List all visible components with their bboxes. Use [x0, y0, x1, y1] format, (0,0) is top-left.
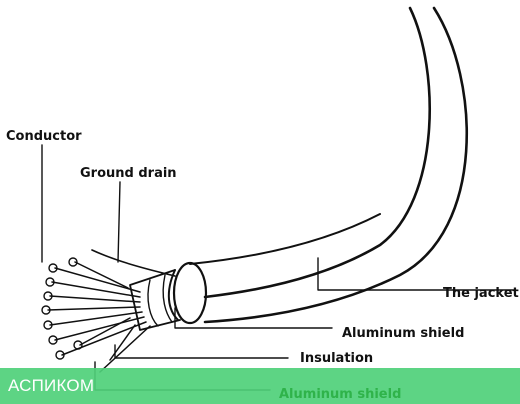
watermark-banner [0, 368, 520, 404]
label-jacket: The jacket [443, 286, 519, 301]
label-aluminum-shield-1: Aluminum shield [342, 326, 464, 341]
label-ground-drain: Ground drain [80, 166, 177, 181]
conductor-tips [41, 257, 83, 360]
leader-lines [41, 144, 516, 391]
label-insulation: Insulation [300, 351, 373, 366]
watermark-text: АСПИКОМ [8, 376, 95, 395]
cable-jacket [189, 6, 468, 324]
label-conductor: Conductor [6, 129, 82, 144]
ground-drain-wire [91, 249, 176, 277]
wire-bundle [47, 261, 151, 373]
